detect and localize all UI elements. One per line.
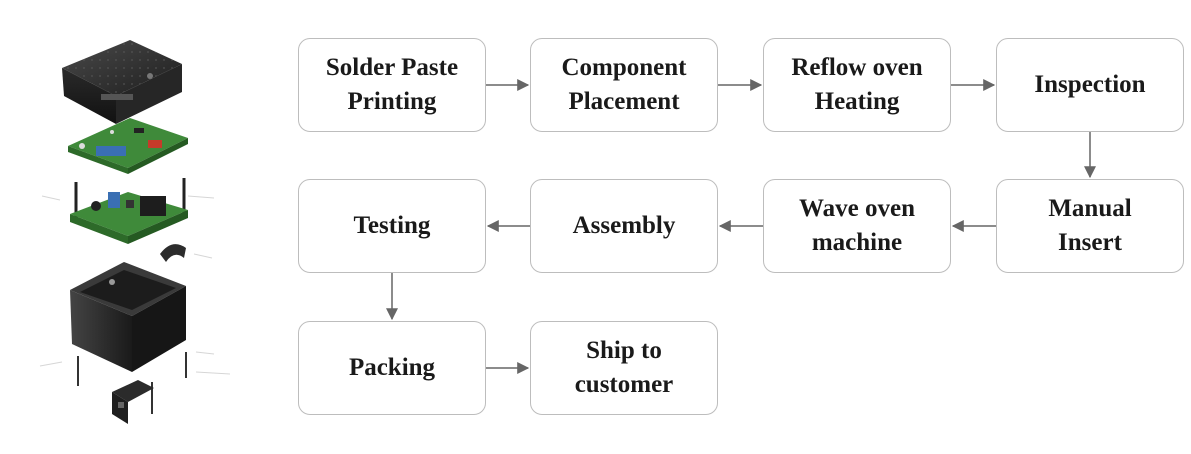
step-testing: Testing	[298, 179, 486, 273]
lower-pcb	[70, 178, 188, 244]
step-assembly: Assembly	[530, 179, 718, 273]
step-label: Inspection	[1034, 71, 1146, 98]
mount-plate	[112, 380, 154, 424]
step-label: Assembly	[572, 212, 676, 239]
top-lid	[62, 40, 182, 124]
part-callouts	[39, 195, 231, 375]
bracket-part	[160, 244, 186, 262]
step-packing: Packing	[298, 321, 486, 415]
step-inspection: Inspection	[996, 38, 1184, 132]
bottom-housing	[70, 262, 186, 372]
step-label: Packing	[348, 354, 436, 381]
upper-pcb	[68, 118, 188, 174]
exploded-assembly-illustration	[39, 40, 231, 424]
step-label: Testing	[353, 212, 431, 239]
